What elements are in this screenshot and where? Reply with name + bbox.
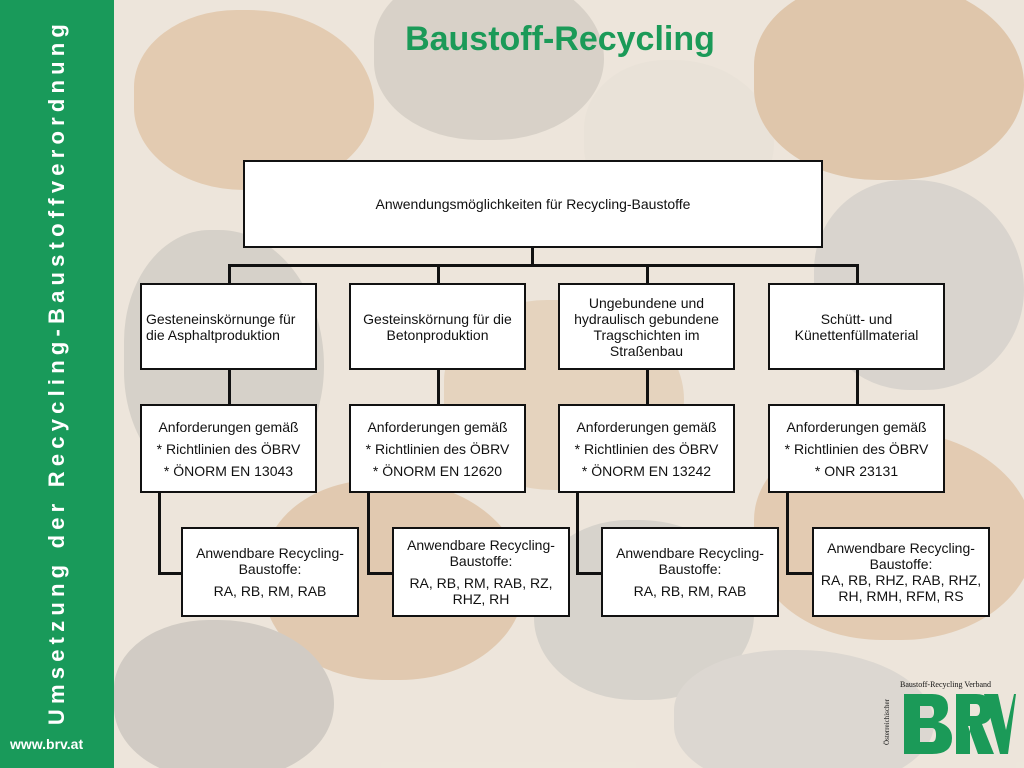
rubble-background: [114, 0, 1024, 768]
root-node-label: Anwendungsmöglichkeiten für Recycling-Ba…: [375, 196, 691, 212]
requirements-line: * ÖNORM EN 13242: [581, 462, 712, 479]
category-label: Gesteinskörnung für die Betonproduktion: [363, 310, 512, 343]
applicable-heading: Anwendbare Recycling-Baustoffe:: [196, 545, 344, 577]
applicable-node-tragschichten: Anwendbare Recycling-Baustoffe: RA, RB, …: [601, 527, 779, 617]
category-node-beton: Gesteinskörnung für die Betonproduktion: [349, 283, 526, 370]
sidebar-vertical-text: Umsetzung der Recycling-Baustoffverordnu…: [44, 18, 69, 726]
applicable-materials: RA, RB, RM, RAB: [633, 583, 747, 599]
root-node: Anwendungsmöglichkeiten für Recycling-Ba…: [243, 160, 823, 248]
applicable-heading: Anwendbare Recycling-Baustoffe:: [616, 545, 764, 577]
requirements-line: * Richtlinien des ÖBRV: [365, 440, 510, 457]
applicable-node-beton: Anwendbare Recycling-Baustoffe: RA, RB, …: [392, 527, 570, 617]
category-label: Schütt- und Künettenfüllmaterial: [794, 310, 919, 343]
applicable-materials: RA, RB, RM, RAB, RZ, RHZ, RH: [409, 575, 553, 607]
requirements-line: * ÖNORM EN 12620: [372, 462, 503, 479]
requirements-line: * Richtlinien des ÖBRV: [156, 440, 301, 457]
logo-side-text: Österreichischer: [882, 699, 891, 745]
requirements-line: * ONR 23131: [814, 462, 899, 479]
requirements-line: Anforderungen gemäß: [367, 418, 508, 435]
requirements-line: Anforderungen gemäß: [576, 418, 717, 435]
requirements-node-beton: Anforderungen gemäß * Richtlinien des ÖB…: [349, 404, 526, 493]
applicable-materials: RA, RB, RM, RAB: [213, 583, 327, 599]
brv-logo: Baustoff-Recycling Verband Österreichisc…: [882, 680, 1016, 760]
page-title: Baustoff-Recycling: [405, 20, 715, 58]
category-node-schuettmaterial: Schütt- und Künettenfüllmaterial: [768, 283, 945, 370]
requirements-node-schuettmaterial: Anforderungen gemäß * Richtlinien des ÖB…: [768, 404, 945, 493]
applicable-node-asphalt: Anwendbare Recycling-Baustoffe: RA, RB, …: [181, 527, 359, 617]
requirements-line: Anforderungen gemäß: [158, 418, 299, 435]
brv-logo-icon: [904, 694, 1016, 754]
sidebar: Umsetzung der Recycling-Baustoffverordnu…: [0, 0, 114, 768]
applicable-heading: Anwendbare Recycling-Baustoffe:: [827, 540, 975, 572]
category-label: Gesteneinskörnunge für die Asphaltproduk…: [146, 310, 296, 343]
website-link[interactable]: www.brv.at: [10, 736, 84, 752]
requirements-node-asphalt: Anforderungen gemäß * Richtlinien des ÖB…: [140, 404, 317, 493]
applicable-node-schuettmaterial: Anwendbare Recycling-Baustoffe: RA, RB, …: [812, 527, 990, 617]
applicable-materials: RA, RB, RHZ, RAB, RHZ, RH, RMH, RFM, RS: [820, 572, 982, 604]
requirements-line: * Richtlinien des ÖBRV: [574, 440, 719, 457]
category-node-tragschichten: Ungebundene und hydraulisch gebundene Tr…: [558, 283, 735, 370]
requirements-line: * Richtlinien des ÖBRV: [784, 440, 929, 457]
requirements-node-tragschichten: Anforderungen gemäß * Richtlinien des ÖB…: [558, 404, 735, 493]
logo-top-text: Baustoff-Recycling Verband: [900, 680, 992, 689]
category-label: Ungebundene und hydraulisch gebundene Tr…: [574, 294, 719, 359]
applicable-heading: Anwendbare Recycling-Baustoffe:: [407, 537, 555, 569]
requirements-line: * ÖNORM EN 13043: [163, 462, 294, 479]
category-node-asphalt: Gesteneinskörnunge für die Asphaltproduk…: [140, 283, 317, 370]
requirements-line: Anforderungen gemäß: [786, 418, 927, 435]
